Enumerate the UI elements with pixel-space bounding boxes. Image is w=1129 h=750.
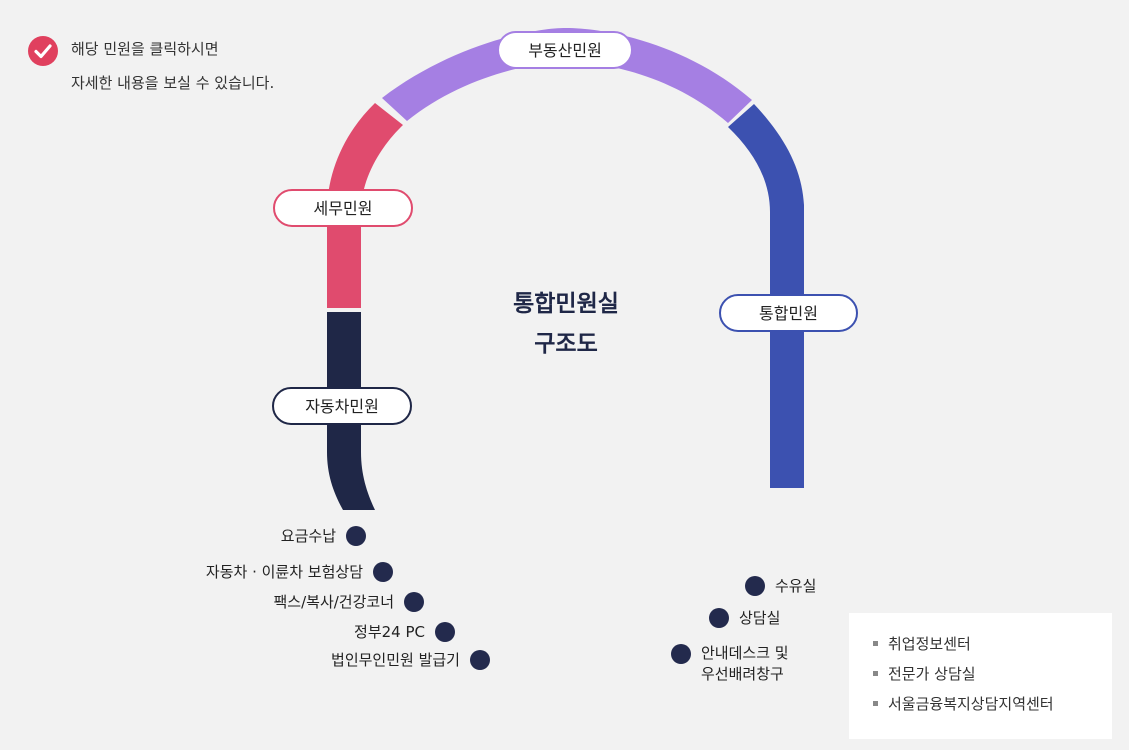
counseling-room-info-box: 취업정보센터 전문가 상담실 서울금융복지상담지역센터	[849, 613, 1112, 739]
location-dot-icon	[373, 561, 393, 582]
notice-line-1: 해당 민원을 클릭하시면	[71, 40, 219, 58]
location-label-line-1: 안내데스크 및	[701, 644, 789, 662]
location-label: 요금수납	[280, 527, 336, 545]
location-counseling-room[interactable]: 상담실	[709, 607, 780, 628]
info-item: 전문가 상담실	[873, 661, 1112, 691]
notice-line-2: 자세한 내용을 보실 수 있습니다.	[71, 74, 275, 92]
location-dot-icon	[709, 607, 729, 628]
info-item-label: 서울금융복지상담지역센터	[888, 695, 1054, 713]
bullet-icon	[873, 640, 878, 646]
diagram-title-line-2: 구조도	[534, 331, 598, 357]
location-dot-icon	[404, 591, 424, 612]
location-label-line-2: 우선배려창구	[701, 665, 784, 683]
location-dot-icon	[470, 649, 490, 670]
location-dot-icon	[346, 525, 366, 546]
property-section-button[interactable]: 부동산민원	[497, 31, 633, 69]
info-item: 서울금융복지상담지역센터	[873, 691, 1112, 721]
track-tax[interactable]	[327, 103, 403, 308]
location-insurance-consult[interactable]: 자동차 · 이륜차 보험상담	[206, 561, 393, 582]
location-gov24-pc[interactable]: 정부24 PC	[354, 621, 455, 642]
location-label: 수유실	[775, 577, 817, 595]
bullet-icon	[873, 670, 878, 676]
location-kiosk[interactable]: 법인무인민원 발급기	[331, 649, 490, 670]
bullet-icon	[873, 700, 878, 706]
general-section-button[interactable]: 통합민원	[719, 294, 858, 332]
location-label: 자동차 · 이륜차 보험상담	[205, 563, 363, 581]
location-dot-icon	[671, 644, 691, 664]
diagram-title: 통합민원실 구조도	[466, 284, 666, 364]
location-label: 팩스/복사/건강코너	[273, 593, 394, 611]
location-fee-payment[interactable]: 요금수납	[281, 525, 366, 546]
location-dot-icon	[745, 575, 765, 596]
track-property[interactable]	[382, 28, 752, 123]
location-info-desk[interactable]: 안내데스크 및 우선배려창구	[671, 643, 789, 685]
location-fax-copy-health[interactable]: 팩스/복사/건강코너	[273, 591, 424, 612]
vehicle-section-button[interactable]: 자동차민원	[272, 387, 412, 425]
check-circle-icon	[28, 36, 58, 66]
info-item: 취업정보센터	[873, 631, 1112, 661]
location-label: 안내데스크 및 우선배려창구	[701, 643, 789, 685]
location-nursing-room[interactable]: 수유실	[745, 575, 816, 596]
info-item-label: 취업정보센터	[888, 635, 971, 653]
tax-section-button[interactable]: 세무민원	[273, 189, 413, 227]
location-label: 정부24 PC	[354, 623, 425, 641]
track-general[interactable]	[728, 104, 804, 488]
info-item-label: 전문가 상담실	[888, 665, 976, 683]
location-dot-icon	[435, 621, 455, 642]
diagram-title-line-1: 통합민원실	[513, 291, 619, 317]
location-label: 법인무인민원 발급기	[331, 651, 460, 669]
location-label: 상담실	[739, 609, 781, 627]
